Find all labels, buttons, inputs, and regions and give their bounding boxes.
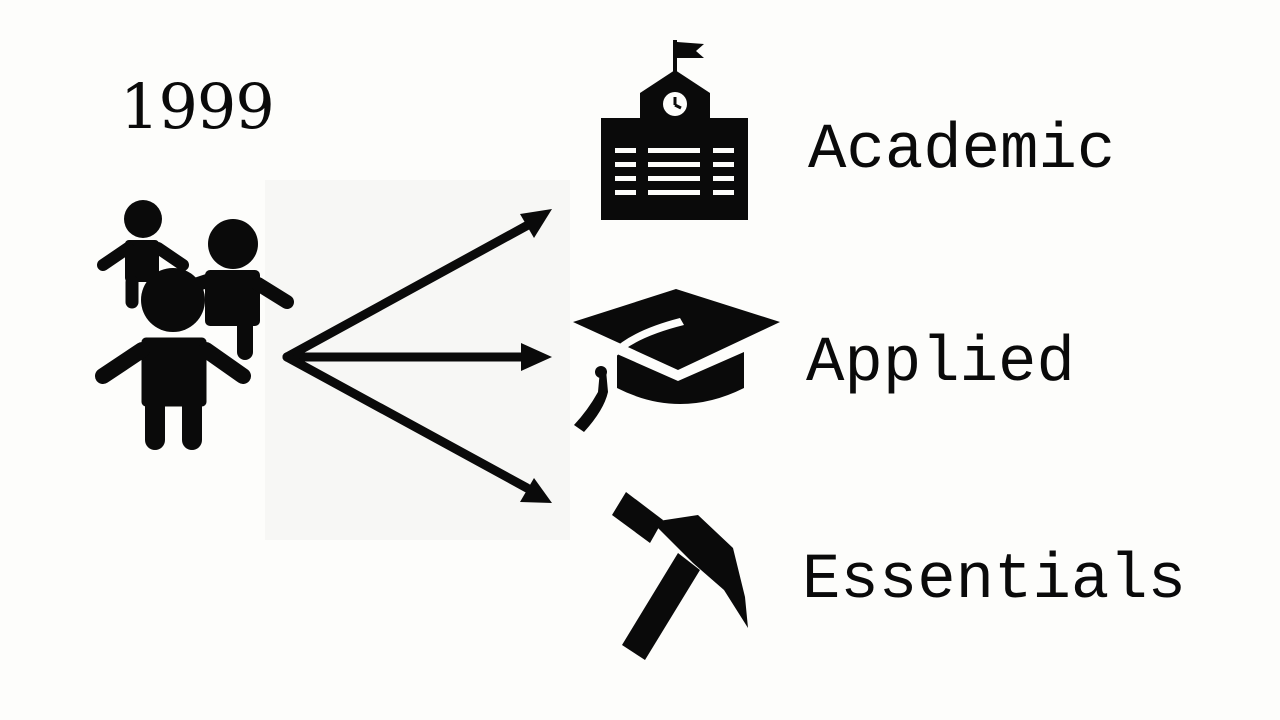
label-essentials: Essentials [802,545,1187,617]
label-academic: Academic [808,115,1116,187]
arrow-essentials [282,352,532,493]
school-building-icon [601,40,748,220]
branch-arrows [282,209,552,503]
graduation-cap-icon [573,289,780,432]
arrow-academic-head [520,209,552,238]
label-applied: Applied [806,328,1075,400]
arrow-academic [282,220,533,362]
year-label: 1999 [120,70,275,143]
children-icon [95,200,294,450]
arrow-applied-head [521,343,552,371]
arrow-essentials-head [520,478,552,503]
hammer-icon [612,492,748,660]
